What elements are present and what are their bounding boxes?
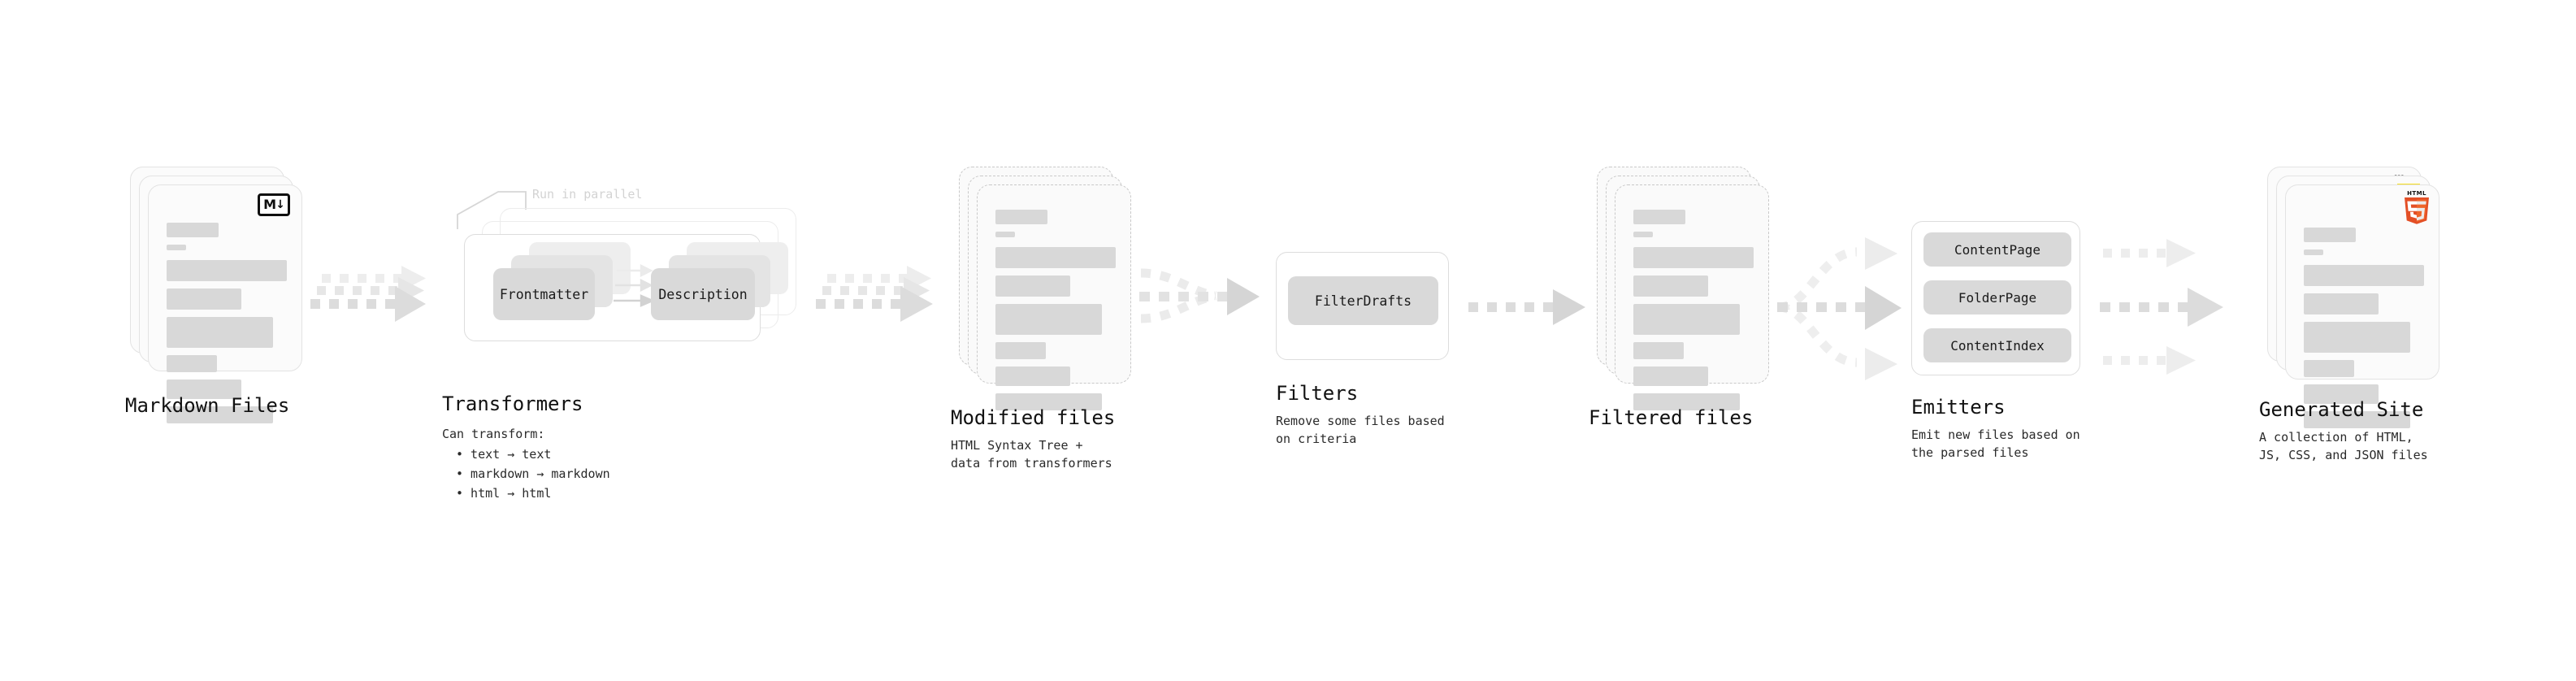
filter-pill-filterdrafts-label: FilterDrafts xyxy=(1314,293,1412,309)
stage-subtitle-modified-files: HTML Syntax Tree + data from transformer… xyxy=(951,438,1112,471)
generated-site-card-html: HTML xyxy=(2285,184,2439,428)
stage-title-emitters: Emitters xyxy=(1911,396,2006,419)
stage-filtered-files: Filtered files xyxy=(1589,167,1776,429)
generated-site-stack: CSS HTML xyxy=(2267,167,2439,428)
file-skeleton-lines xyxy=(167,223,287,431)
modified-file-stack xyxy=(959,167,1138,410)
stage-title-filtered-files: Filtered files xyxy=(1589,406,1754,429)
markdown-file-card-front: M↓ xyxy=(148,184,302,423)
filtered-file-card-front xyxy=(1615,184,1769,410)
html5-icon: HTML xyxy=(2403,190,2431,224)
transformer-pill-frontmatter[interactable]: Frontmatter xyxy=(493,268,595,320)
transformer-pill-description-label: Description xyxy=(658,286,748,302)
file-skeleton-lines xyxy=(995,210,1116,418)
stage-subtitle-generated-site: A collection of HTML, JS, CSS, and JSON … xyxy=(2259,430,2428,462)
connector-transformers-to-modified xyxy=(813,264,947,345)
transformers-bullet-1: • markdown → markdown xyxy=(456,466,610,481)
stage-subtitle-transformers: Can transform: xyxy=(442,427,545,441)
stage-title-filters: Filters xyxy=(1276,382,1359,405)
transformer-pill-frontmatter-label: Frontmatter xyxy=(499,286,589,302)
emitter-pill-folderpage[interactable]: FolderPage xyxy=(1923,280,2071,314)
markdown-file-stack: M↓ M↓ M↓ xyxy=(130,167,302,423)
filters-box: FilterDrafts xyxy=(1276,252,1449,360)
html5-icon-wordmark: HTML xyxy=(2407,190,2426,197)
run-in-parallel-label: Run in parallel xyxy=(532,187,643,202)
stage-subtitle-emitters: Emit new files based on the parsed files xyxy=(1911,427,2080,460)
connector-md-to-transformers xyxy=(307,264,437,345)
stage-modified-files: Modified files HTML Syntax Tree + data f… xyxy=(951,167,1138,471)
filtered-file-stack xyxy=(1597,167,1776,410)
filter-pill-filterdrafts[interactable]: FilterDrafts xyxy=(1288,276,1438,325)
emitters-box: ContentPage FolderPage ContentIndex xyxy=(1911,221,2080,375)
file-skeleton-lines xyxy=(2304,228,2424,436)
modified-file-card-front xyxy=(977,184,1131,410)
stage-title-modified-files: Modified files xyxy=(951,406,1116,429)
connector-modified-to-filters xyxy=(1138,258,1268,348)
file-skeleton-lines xyxy=(1633,210,1754,418)
connector-emitters-to-site xyxy=(2097,237,2247,380)
emitter-pill-folderpage-label: FolderPage xyxy=(1958,289,2037,306)
stage-subtitle-filters: Remove some files based on criteria xyxy=(1276,414,1445,446)
transformer-pill-description[interactable]: Description xyxy=(651,268,755,320)
emitter-pill-contentpage-label: ContentPage xyxy=(1954,241,2040,258)
emitter-pill-contentindex[interactable]: ContentIndex xyxy=(1923,328,2071,362)
connector-filtered-to-emitters xyxy=(1776,236,1918,382)
stage-title-generated-site: Generated Site xyxy=(2259,398,2424,421)
stage-title-transformers: Transformers xyxy=(442,393,583,415)
markdown-icon-glyph: M↓ xyxy=(258,193,290,216)
emitter-pill-contentpage[interactable]: ContentPage xyxy=(1923,232,2071,267)
transformers-bullet-0: • text → text xyxy=(456,447,552,462)
stage-title-markdown-files: Markdown Files xyxy=(125,394,290,417)
stage-markdown-files: M↓ M↓ M↓ xyxy=(125,167,302,423)
emitter-pill-contentindex-label: ContentIndex xyxy=(1950,337,2045,354)
stage-generated-site: CSS HTML xyxy=(2259,167,2439,462)
transformers-bullet-2: • html → html xyxy=(456,486,552,501)
connector-filters-to-filtered xyxy=(1467,289,1593,333)
markdown-icon: M↓ xyxy=(258,193,290,216)
